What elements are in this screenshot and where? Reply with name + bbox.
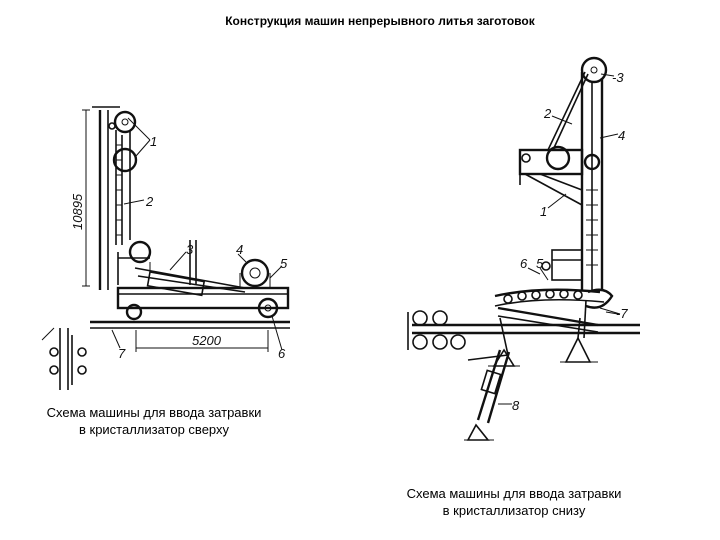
right-caption: Схема машины для ввода затравки в криста…	[388, 485, 640, 519]
width-dimension: 5200	[192, 333, 222, 348]
right-top-wheel	[580, 56, 608, 84]
left-drive-wheel	[240, 258, 270, 288]
label-3: 3	[186, 242, 194, 257]
height-dimension: 10895	[70, 193, 85, 230]
label-2: 2	[145, 194, 154, 209]
left-caption: Схема машины для ввода затравки в криста…	[28, 404, 280, 438]
label-3: -3	[612, 70, 624, 85]
left-carriage	[116, 286, 290, 310]
label-5: 5	[536, 256, 544, 271]
right-caption-line-2: в кристаллизатор снизу	[442, 503, 586, 518]
right-arc-guide	[494, 288, 601, 298]
label-6: 6	[520, 256, 528, 271]
left-top-wheel	[113, 110, 137, 134]
label-7: 7	[118, 346, 126, 361]
left-caption-line-1: Схема машины для ввода затравки	[46, 405, 262, 420]
left-machine-diagram: 10895 5200	[41, 106, 290, 390]
label-8: 8	[512, 398, 520, 413]
label-4: 4	[236, 242, 243, 257]
label-5: 5	[280, 256, 288, 271]
right-machine-diagram: 2 -3 4 1 6 5 -7 8	[407, 56, 640, 441]
left-caption-line-2: в кристаллизатор сверху	[78, 422, 230, 437]
label-7: -7	[616, 306, 628, 321]
label-2: 2	[543, 106, 552, 121]
page-title: Конструкция машин непрерывного литья заг…	[225, 14, 535, 28]
right-caption-line-1: Схема машины для ввода затравки	[406, 486, 622, 501]
label-1: 1	[540, 204, 547, 219]
label-1: 1	[150, 134, 157, 149]
label-4: 4	[618, 128, 625, 143]
label-6: 6	[278, 346, 286, 361]
right-upper-platform	[518, 148, 584, 176]
